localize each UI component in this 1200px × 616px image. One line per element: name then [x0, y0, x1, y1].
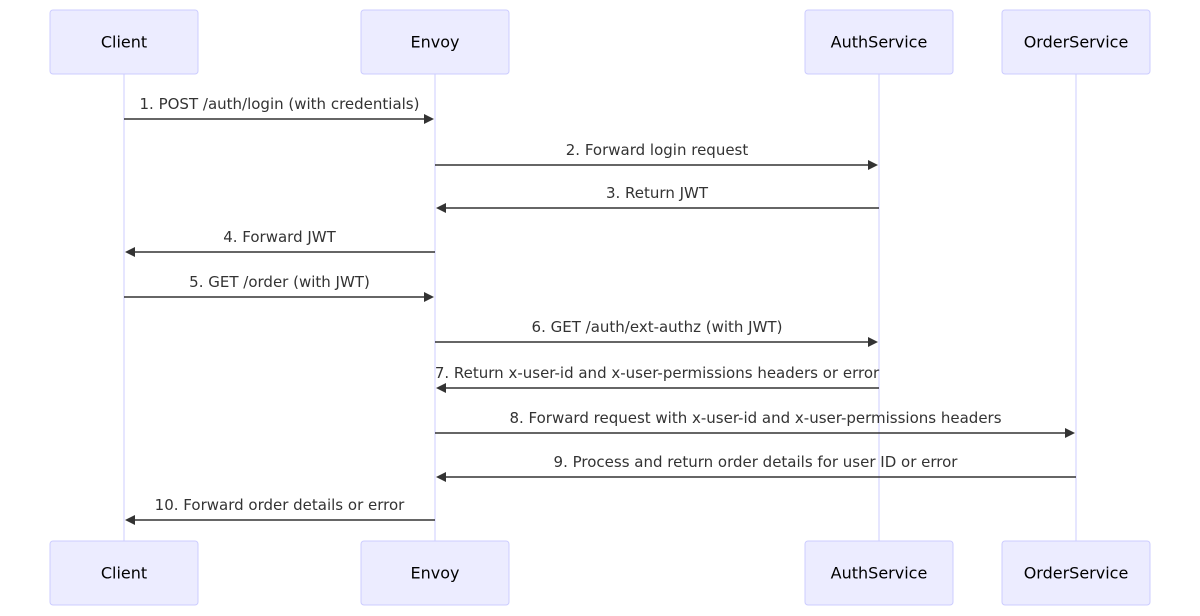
message-1: 1. POST /auth/login (with credentials)	[124, 95, 434, 124]
message-label: 6. GET /auth/ext-authz (with JWT)	[532, 318, 783, 336]
message-label: 7. Return x-user-id and x-user-permissio…	[435, 364, 880, 382]
arrow-head-icon	[436, 383, 446, 393]
message-4: 4. Forward JWT	[125, 228, 435, 257]
message-label: 10. Forward order details or error	[155, 496, 405, 514]
message-label: 3. Return JWT	[606, 184, 709, 202]
participant-box	[1001, 540, 1151, 606]
participant-box	[804, 540, 954, 606]
message-label: 8. Forward request with x-user-id and x-…	[509, 409, 1001, 427]
arrow-head-icon	[436, 203, 446, 213]
arrow-head-icon	[125, 247, 135, 257]
message-6: 6. GET /auth/ext-authz (with JWT)	[435, 318, 878, 347]
arrow-head-icon	[1065, 428, 1075, 438]
participant-label: AuthService	[831, 564, 928, 583]
participant-box	[360, 9, 510, 75]
arrow-head-icon	[868, 160, 878, 170]
participant-label: Envoy	[411, 564, 460, 583]
arrow-head-icon	[125, 515, 135, 525]
message-10: 10. Forward order details or error	[125, 496, 435, 525]
participant-box	[49, 9, 199, 75]
message-label: 9. Process and return order details for …	[554, 453, 959, 471]
message-label: 1. POST /auth/login (with credentials)	[140, 95, 420, 113]
participant-client-top: Client	[49, 9, 199, 75]
participant-label: OrderService	[1024, 33, 1129, 52]
message-5: 5. GET /order (with JWT)	[124, 273, 434, 302]
participant-label: OrderService	[1024, 564, 1129, 583]
messages: 1. POST /auth/login (with credentials) 2.…	[124, 95, 1076, 525]
participant-box	[1001, 9, 1151, 75]
arrow-head-icon	[868, 337, 878, 347]
message-9: 9. Process and return order details for …	[436, 453, 1076, 482]
message-3: 3. Return JWT	[436, 184, 879, 213]
participant-label: Client	[101, 33, 147, 52]
participant-envoy-bottom: Envoy	[360, 540, 510, 606]
message-2: 2. Forward login request	[435, 141, 878, 170]
participant-box	[360, 540, 510, 606]
lifelines	[123, 74, 1077, 541]
participant-order-top: OrderService	[1001, 9, 1151, 75]
message-8: 8. Forward request with x-user-id and x-…	[435, 409, 1075, 438]
participants-bottom: Client Envoy AuthService OrderService	[49, 540, 1151, 606]
message-label: 4. Forward JWT	[223, 228, 336, 246]
participant-auth-bottom: AuthService	[804, 540, 954, 606]
participant-label: Client	[101, 564, 147, 583]
participant-auth-top: AuthService	[804, 9, 954, 75]
message-7: 7. Return x-user-id and x-user-permissio…	[435, 364, 880, 393]
arrow-head-icon	[436, 472, 446, 482]
message-label: 5. GET /order (with JWT)	[189, 273, 370, 291]
participant-box	[49, 540, 199, 606]
arrow-head-icon	[424, 114, 434, 124]
participant-order-bottom: OrderService	[1001, 540, 1151, 606]
participants-top: Client Envoy AuthService OrderService	[49, 9, 1151, 75]
arrow-head-icon	[424, 292, 434, 302]
message-label: 2. Forward login request	[566, 141, 749, 159]
participant-label: AuthService	[831, 33, 928, 52]
participant-label: Envoy	[411, 33, 460, 52]
participant-box	[804, 9, 954, 75]
participant-envoy-top: Envoy	[360, 9, 510, 75]
participant-client-bottom: Client	[49, 540, 199, 606]
